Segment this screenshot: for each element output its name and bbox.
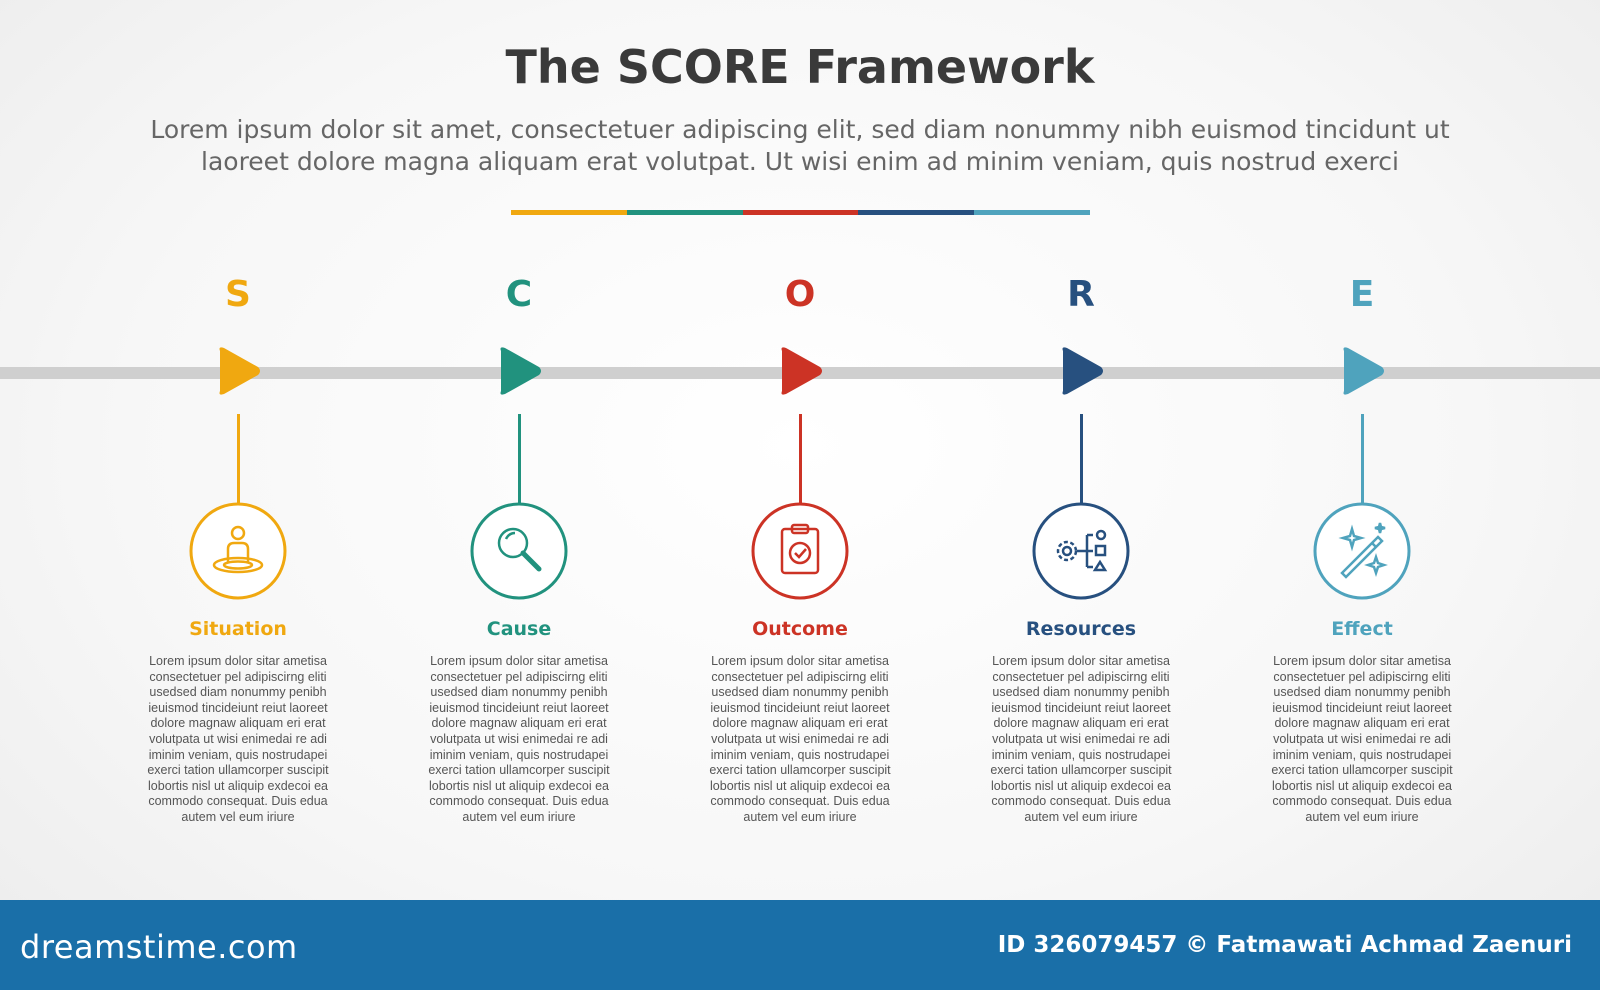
step-letter: C <box>505 274 533 315</box>
step-description: Lorem ipsum dolor sitar ametisa consecte… <box>1271 654 1453 824</box>
step-letter: O <box>784 274 816 315</box>
step-description: Lorem ipsum dolor sitar ametisa consecte… <box>990 654 1172 824</box>
step-letter: R <box>1067 274 1095 315</box>
step-letter: E <box>1349 274 1375 315</box>
connector-line <box>799 414 802 506</box>
subtitle-line-2: laoreet dolore magna aliquam erat volutp… <box>201 147 1399 176</box>
footer-brand[interactable]: dreamstime.com <box>20 928 298 966</box>
step-description: Lorem ipsum dolor sitar ametisa consecte… <box>428 654 610 824</box>
step-label: Cause <box>486 618 552 640</box>
divider-segment <box>858 210 975 215</box>
triangle-marker-icon <box>1343 347 1384 395</box>
page-title: The SCORE Framework <box>505 40 1095 94</box>
magnifier-icon <box>470 502 568 600</box>
connector-line <box>237 414 240 506</box>
connector-line <box>518 414 521 506</box>
step-letter: S <box>225 274 251 315</box>
divider-segment <box>626 210 743 215</box>
gear-shapes-icon <box>1032 502 1130 600</box>
clipboard-check-icon <box>751 502 849 600</box>
step-description: Lorem ipsum dolor sitar ametisa consecte… <box>709 654 891 824</box>
connector-line <box>1361 414 1364 506</box>
step-description: Lorem ipsum dolor sitar ametisa consecte… <box>147 654 329 824</box>
color-divider <box>511 210 1090 215</box>
magic-wand-icon <box>1313 502 1411 600</box>
step-label: Outcome <box>752 618 848 640</box>
divider-segment <box>974 210 1090 215</box>
footer-bar: dreamstime.com ID 326079457 © Fatmawati … <box>0 900 1600 990</box>
page-subtitle: Lorem ipsum dolor sit amet, consectetuer… <box>100 114 1500 178</box>
footer-credit: ID 326079457 © Fatmawati Achmad Zaenuri <box>997 932 1572 958</box>
triangle-marker-icon <box>781 347 822 395</box>
person-standing-icon <box>189 502 287 600</box>
subtitle-line-1: Lorem ipsum dolor sit amet, consectetuer… <box>150 115 1450 144</box>
triangle-marker-icon <box>1062 347 1103 395</box>
triangle-marker-icon <box>219 347 260 395</box>
divider-segment <box>511 210 627 215</box>
step-label: Effect <box>1331 618 1393 640</box>
step-label: Situation <box>189 618 287 640</box>
connector-line <box>1080 414 1083 506</box>
divider-segment <box>742 210 859 215</box>
step-label: Resources <box>1025 618 1137 640</box>
triangle-marker-icon <box>500 347 541 395</box>
